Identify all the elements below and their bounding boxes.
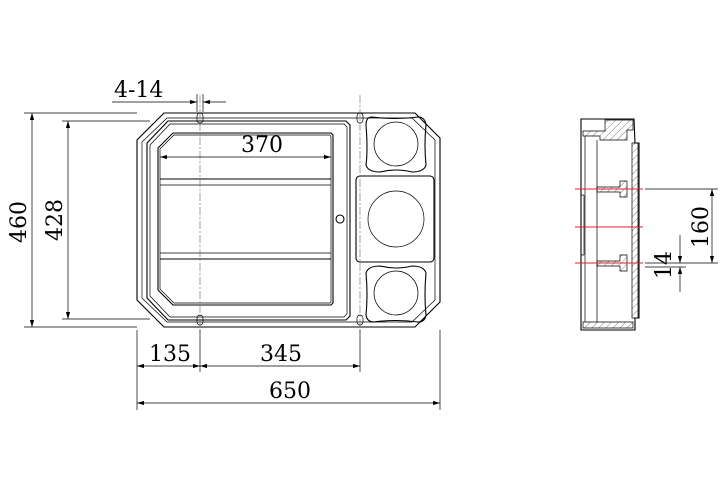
dim-overall-height: 460 [7, 201, 32, 243]
compartment-top-circle [373, 121, 419, 167]
latch-circle [335, 214, 345, 224]
front-dimensions: 460 428 4-14 370 135 345 650 [7, 78, 441, 410]
section-hatch-wall [631, 142, 639, 319]
compartment-bottom-circle [373, 270, 419, 316]
window-frame-inner [149, 123, 348, 318]
mount-hole [196, 314, 204, 326]
dim-hole-spec: 4-14 [114, 78, 163, 103]
window-panel-inner [159, 134, 332, 304]
window-frame [146, 120, 351, 321]
mount-hole [196, 112, 204, 124]
mount-hole [356, 314, 364, 326]
window-panel [157, 132, 334, 306]
compartment-bottom [365, 265, 427, 323]
section-outline [580, 118, 640, 331]
compartment-top [365, 116, 427, 173]
compartment-middle [355, 175, 435, 263]
dim-rib-spacing: 160 [689, 206, 714, 248]
section-hatch-top [582, 119, 634, 141]
dim-inner-height: 428 [43, 199, 68, 241]
dim-offset-left: 135 [149, 342, 191, 367]
dim-window-width: 370 [241, 133, 283, 158]
dim-rib-thickness: 14 [652, 251, 677, 279]
section-hatch-bottom [582, 321, 634, 329]
section-view: 160 14 [575, 118, 718, 331]
dim-hole-spacing: 345 [260, 342, 302, 367]
compartment-middle-circle [367, 190, 425, 248]
mount-hole [356, 112, 364, 124]
dim-overall-width: 650 [269, 379, 311, 404]
front-view [136, 95, 441, 332]
outer-body-outline [136, 112, 441, 328]
outer-body-inner-edge [141, 117, 436, 323]
